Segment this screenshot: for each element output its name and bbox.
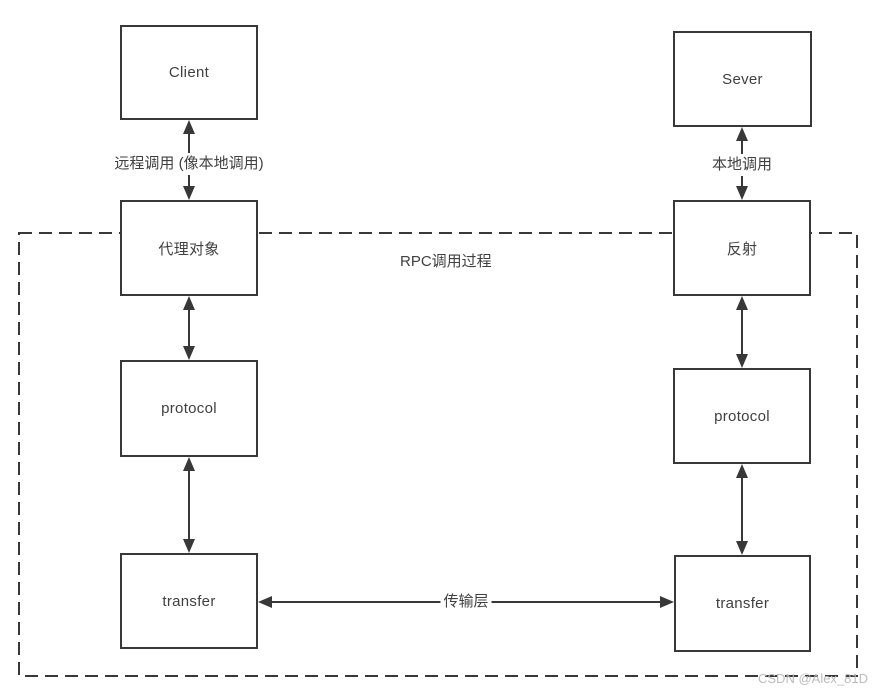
watermark: CSDN @Alex_81D (758, 671, 869, 686)
protocol-transfer-left-arrow (183, 457, 195, 553)
server-label: Sever (722, 70, 763, 88)
proxy-protocol-arrow (183, 296, 195, 360)
client-box: Client (120, 25, 258, 120)
protocol-server-label: protocol (714, 407, 770, 425)
transfer-server-label: transfer (715, 595, 770, 612)
reflection-protocol-arrow (736, 296, 748, 368)
rpc-process-title: RPC调用过程 (400, 253, 492, 270)
protocol-client-box: protocol (120, 360, 258, 457)
reflection-box: 反射 (673, 200, 811, 296)
remote-call-label: 远程调用 (像本地调用) (111, 153, 267, 175)
transfer-client-label: transfer (162, 592, 216, 610)
local-call-label: 本地调用 (708, 154, 776, 176)
client-label: Client (168, 64, 210, 81)
transfer-server-box: transfer (674, 555, 811, 652)
process-boundary-dashed (18, 232, 858, 677)
protocol-client-label: protocol (161, 400, 217, 417)
protocol-transfer-right-arrow (736, 464, 748, 555)
transfer-client-box: transfer (120, 553, 258, 649)
proxy-object-box: 代理对象 (120, 200, 258, 296)
proxy-object-label: 代理对象 (158, 240, 220, 258)
protocol-server-box: protocol (673, 368, 811, 464)
transport-layer-label: 传输层 (440, 591, 492, 613)
server-box: Sever (673, 31, 812, 127)
reflection-label: 反射 (726, 240, 758, 258)
